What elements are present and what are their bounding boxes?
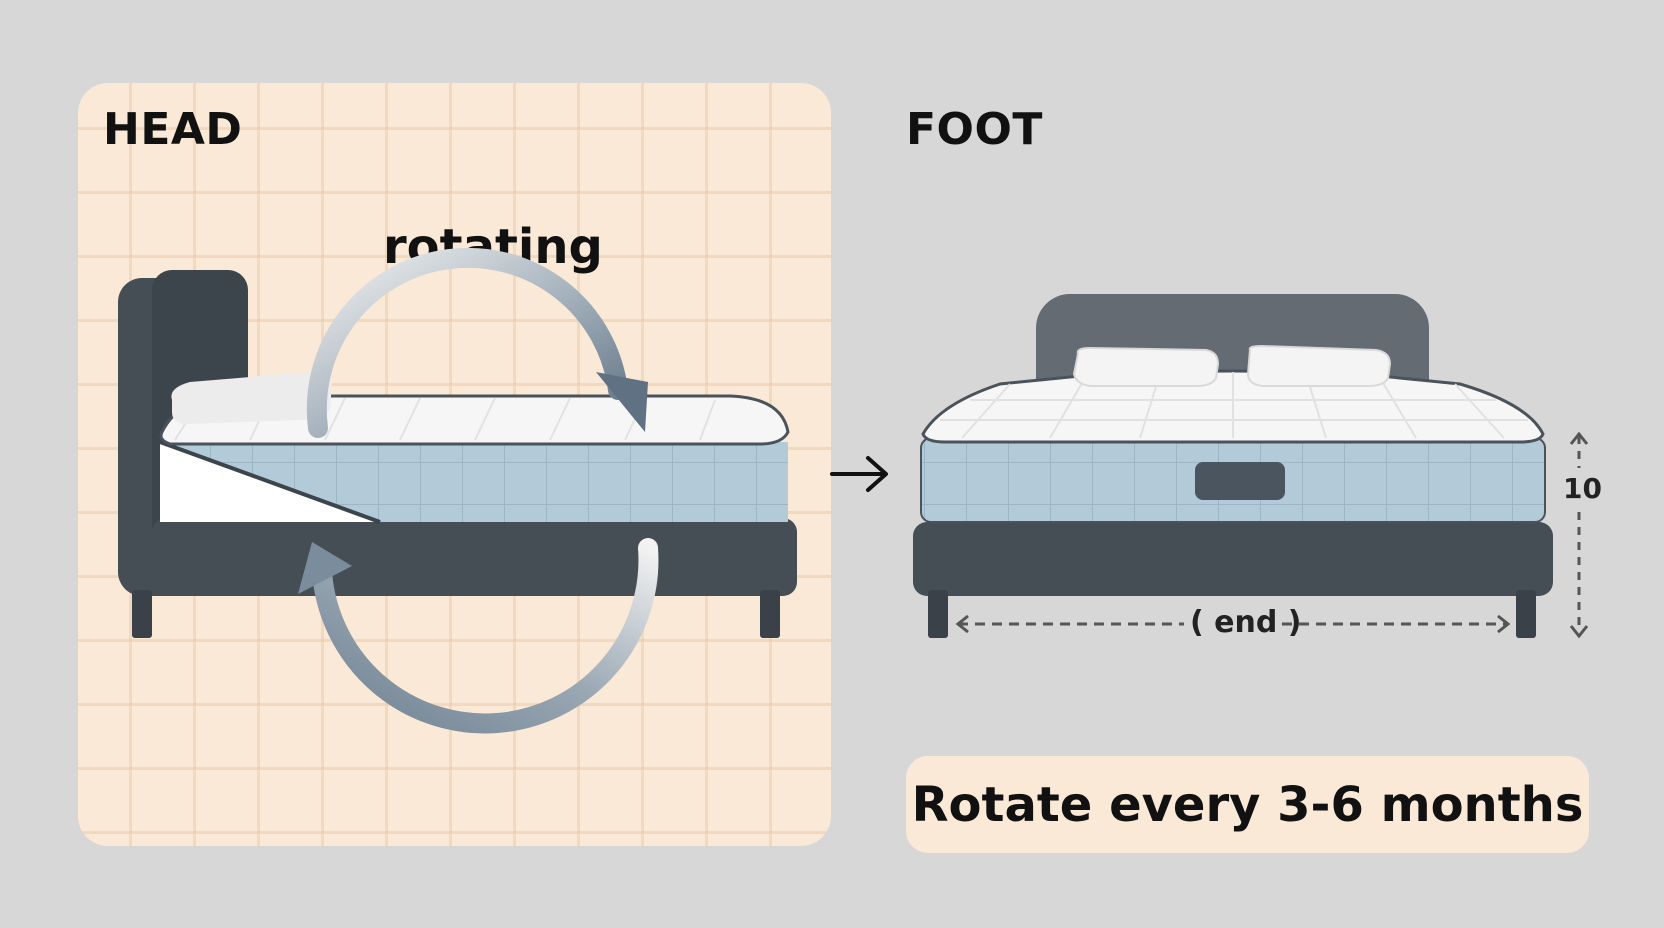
- width-label: ( end ): [1190, 605, 1302, 640]
- front-bed-frame: [913, 522, 1553, 596]
- front-bed: [913, 294, 1553, 638]
- height-dimension: [1569, 431, 1589, 639]
- right-arrow-icon: [830, 456, 888, 492]
- height-label: 10: [1563, 472, 1602, 505]
- foot-label: FOOT: [906, 104, 1043, 155]
- side-bed-frame: [152, 518, 797, 596]
- rotation-note: Rotate every 3-6 months: [906, 756, 1589, 853]
- mattress-label: [1195, 462, 1285, 500]
- side-bed: [118, 270, 797, 638]
- width-dimension: [955, 614, 1511, 634]
- circular-arrows-icon: [298, 247, 659, 734]
- front-pillow-right: [1246, 344, 1392, 387]
- front-bed-leg: [1516, 590, 1536, 638]
- front-bed-leg: [928, 590, 948, 638]
- head-label: HEAD: [103, 104, 243, 155]
- side-pillow: [171, 372, 332, 424]
- side-bed-leg: [132, 590, 152, 638]
- front-pillow-left: [1072, 346, 1220, 387]
- side-bed-leg: [760, 590, 780, 638]
